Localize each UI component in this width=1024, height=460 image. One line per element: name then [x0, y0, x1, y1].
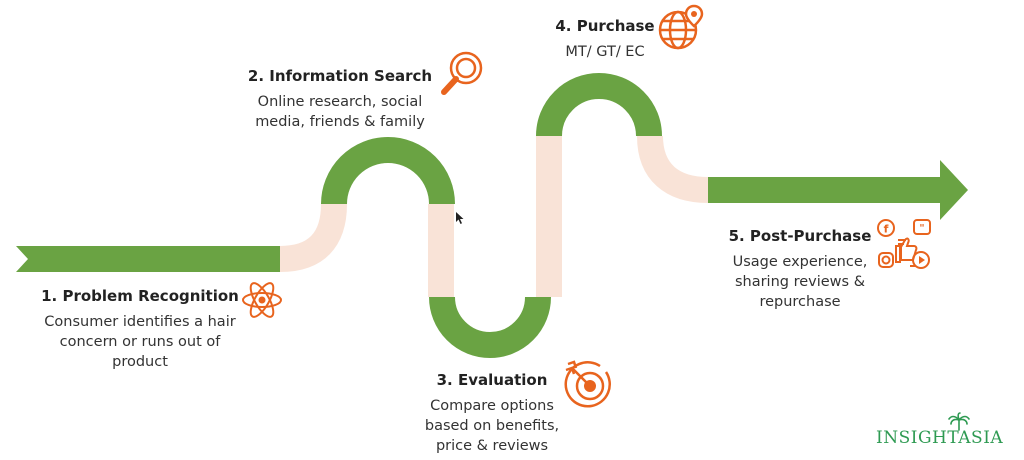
- path-arch-up-2: [536, 73, 662, 137]
- path-connector: [279, 203, 347, 272]
- path-connector: [637, 135, 709, 203]
- social-media-icon: f ": [877, 219, 931, 269]
- step-description-line: product: [112, 354, 168, 370]
- step-description-line: sharing reviews &: [734, 274, 866, 290]
- atom-icon: [242, 282, 282, 318]
- svg-text:": ": [919, 223, 924, 234]
- cursor-icon: [456, 212, 464, 224]
- path-arch-up-1: [321, 137, 455, 205]
- step-problem-recognition: 1. Problem Recognition Consumer identifi…: [30, 286, 250, 372]
- step-title: 3. Evaluation: [436, 371, 548, 389]
- path-end-arrow: [708, 160, 968, 220]
- palm-tree-icon: [948, 412, 970, 431]
- step-description-line: Consumer identifies a hair: [44, 314, 236, 330]
- step-title: 4. Purchase: [555, 17, 655, 35]
- step-description-line: Compare options: [430, 398, 554, 414]
- step-title: 5. Post-Purchase: [728, 227, 872, 245]
- globe-pin-icon: [658, 4, 704, 50]
- step-title: 2. Information Search: [247, 67, 433, 85]
- target-icon: [564, 360, 611, 408]
- step-description-line: repurchase: [759, 294, 841, 310]
- insightasia-logo: INSIGHTASIA: [876, 412, 1016, 456]
- path-connector: [428, 204, 454, 297]
- step-evaluation: 3. Evaluation Compare options based on b…: [412, 370, 572, 456]
- step-description-line: based on benefits,: [424, 418, 560, 434]
- step-description-line: Online research, social: [257, 94, 423, 110]
- logo-text: INSIGHTASIA: [876, 428, 1004, 448]
- path-start-bar: [16, 246, 280, 272]
- step-description-line: Usage experience,: [732, 254, 868, 270]
- svg-text:f: f: [884, 223, 889, 236]
- path-connector: [536, 136, 562, 297]
- path-arch-down: [429, 296, 551, 358]
- step-description-line: concern or runs out of: [59, 334, 221, 350]
- step-purchase: 4. Purchase MT/ GT/ EC: [540, 16, 670, 62]
- step-description-line: media, friends & family: [255, 114, 425, 130]
- step-title: 1. Problem Recognition: [41, 287, 239, 305]
- step-description-line: MT/ GT/ EC: [565, 44, 645, 60]
- step-post-purchase: 5. Post-Purchase Usage experience, shari…: [712, 226, 888, 312]
- step-information-search: 2. Information Search Online research, s…: [240, 66, 440, 132]
- step-description-line: price & reviews: [435, 438, 549, 454]
- magnifier-icon: [441, 51, 483, 95]
